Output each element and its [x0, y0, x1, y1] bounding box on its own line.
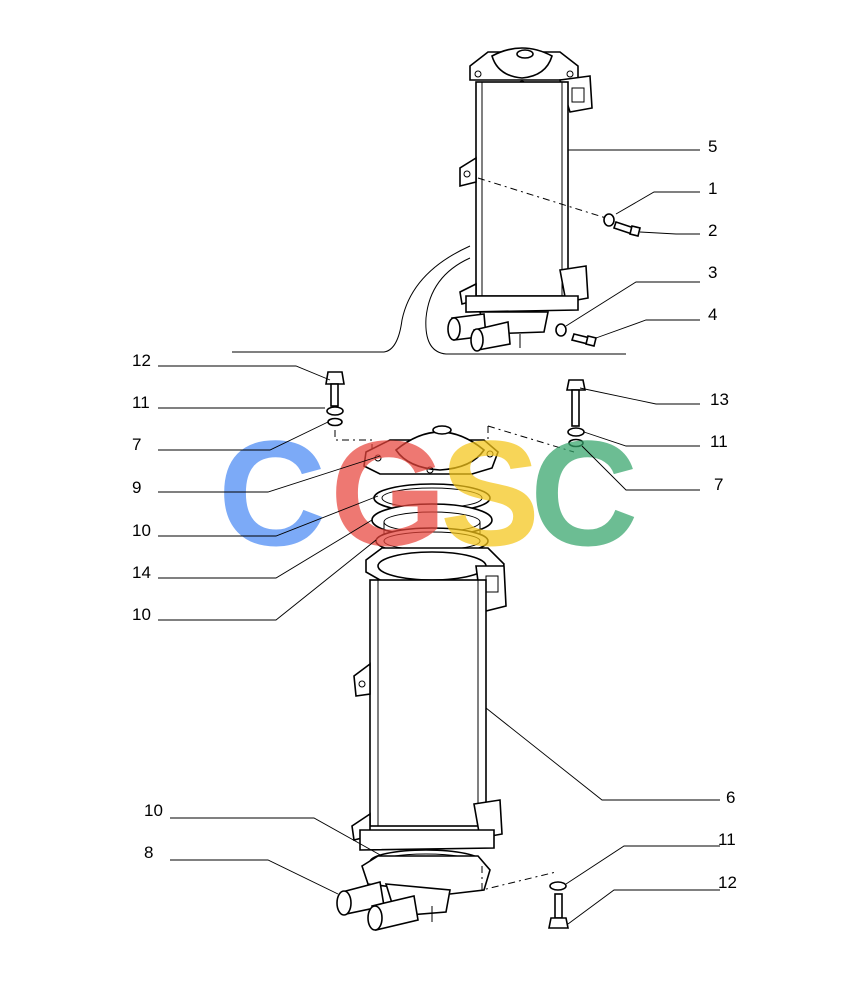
callout-2: 2 — [708, 221, 717, 240]
leader-lines — [158, 149, 720, 925]
callout-8: 8 — [144, 843, 153, 862]
watermark-letter-3: S — [440, 409, 540, 577]
callout-3: 3 — [708, 263, 717, 282]
watermark-letter-1: C — [218, 409, 326, 577]
callout-10-middle: 10 — [132, 605, 151, 624]
callout-1: 1 — [708, 179, 717, 198]
watermark-letter-4: C — [530, 409, 638, 577]
callout-10-upper: 10 — [132, 521, 151, 540]
callout-7-left: 7 — [132, 435, 141, 454]
callout-13: 13 — [710, 390, 729, 409]
callout-4: 4 — [708, 305, 717, 324]
callout-10-lower: 10 — [144, 801, 163, 820]
callout-6: 6 — [726, 788, 735, 807]
callout-9: 9 — [132, 478, 141, 497]
callout-7-right: 7 — [714, 475, 723, 494]
watermark-letter-2: G — [330, 409, 447, 577]
callout-14: 14 — [132, 563, 151, 582]
callout-11-right: 11 — [710, 432, 728, 451]
callout-12-top: 12 — [132, 351, 151, 370]
callout-labels: 5 1 2 3 4 12 11 7 9 10 14 10 13 11 7 6 1… — [132, 137, 737, 892]
assembled-oil-cooler — [232, 47, 641, 355]
callout-11-bottom: 11 — [718, 830, 736, 849]
callout-5: 5 — [708, 137, 717, 156]
callout-12-bottom: 12 — [718, 873, 737, 892]
callout-11-left: 11 — [132, 393, 150, 412]
watermark: C G S C — [218, 409, 638, 577]
exploded-oil-cooler — [325, 371, 586, 931]
